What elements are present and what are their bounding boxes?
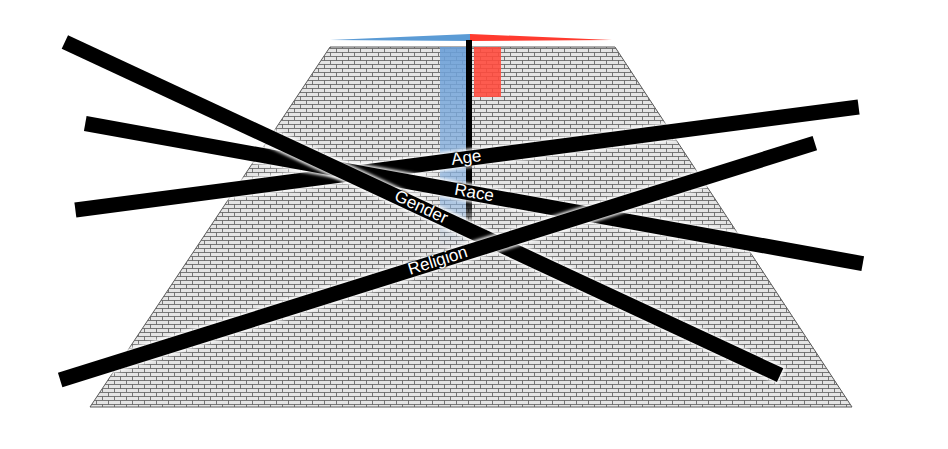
red-column — [474, 47, 501, 97]
bar-label: Age — [450, 146, 483, 170]
blue-wedge — [330, 34, 470, 41]
red-wedge — [470, 34, 612, 41]
